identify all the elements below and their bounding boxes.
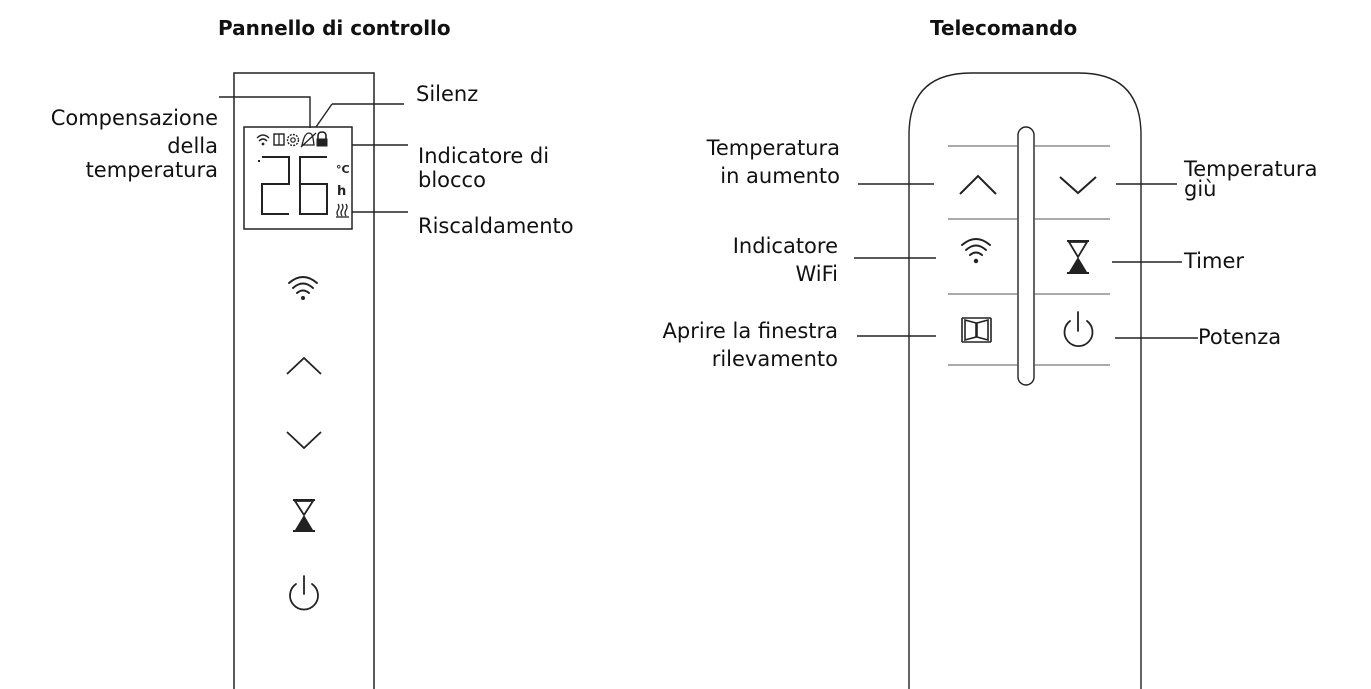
remote-wifi-button[interactable] [961, 238, 991, 264]
compensation-label: Compensazione della temperatura [50, 106, 218, 182]
lcd-wifi-icon [256, 134, 270, 146]
heating-label: Riscaldamento [418, 214, 574, 238]
panel-down-button[interactable] [286, 431, 322, 450]
remote-power-button[interactable] [1063, 311, 1094, 347]
panel-up-button[interactable] [286, 356, 322, 375]
lcd-window-icon [273, 133, 285, 146]
lcd-heating-icon [336, 203, 349, 218]
wifi-indicator-label: Indicatore WiFi [732, 234, 838, 286]
panel-timer-button[interactable] [293, 499, 315, 532]
panel-power-button[interactable] [289, 575, 319, 611]
temp-up-label: Temperatura in aumento [706, 136, 840, 188]
panel-wifi-button[interactable] [288, 276, 318, 300]
control-panel: °C h [219, 72, 408, 689]
lcd-bell-off-icon [300, 132, 317, 148]
remote-control [854, 72, 1198, 689]
power-label: Potenza [1198, 325, 1282, 349]
lcd-gear-icon [286, 133, 300, 147]
silent-label: Silenz [416, 82, 479, 106]
remote-divider-bar [1017, 126, 1035, 386]
lcd-unit-hours: h [337, 184, 346, 199]
timer-label: Timer [1184, 249, 1245, 273]
lcd-display [243, 126, 353, 230]
remote-down-button[interactable] [1059, 176, 1097, 195]
remote-timer-button[interactable] [1067, 240, 1089, 274]
lock-indicator-label: Indicatore di blocco [418, 144, 550, 192]
remote-title: Telecomando [930, 16, 1078, 40]
panel-title: Pannello di controllo [218, 16, 451, 40]
lcd-temperature-digits [258, 156, 328, 215]
lcd-lock-icon [316, 131, 328, 147]
remote-window-button[interactable] [961, 317, 992, 343]
remote-up-button[interactable] [959, 174, 997, 195]
window-detection-label: Aprire la finestra rilevamento [662, 319, 838, 371]
temp-down-label: Temperatura giù [1184, 157, 1318, 201]
lcd-unit-celsius: °C [336, 163, 350, 176]
